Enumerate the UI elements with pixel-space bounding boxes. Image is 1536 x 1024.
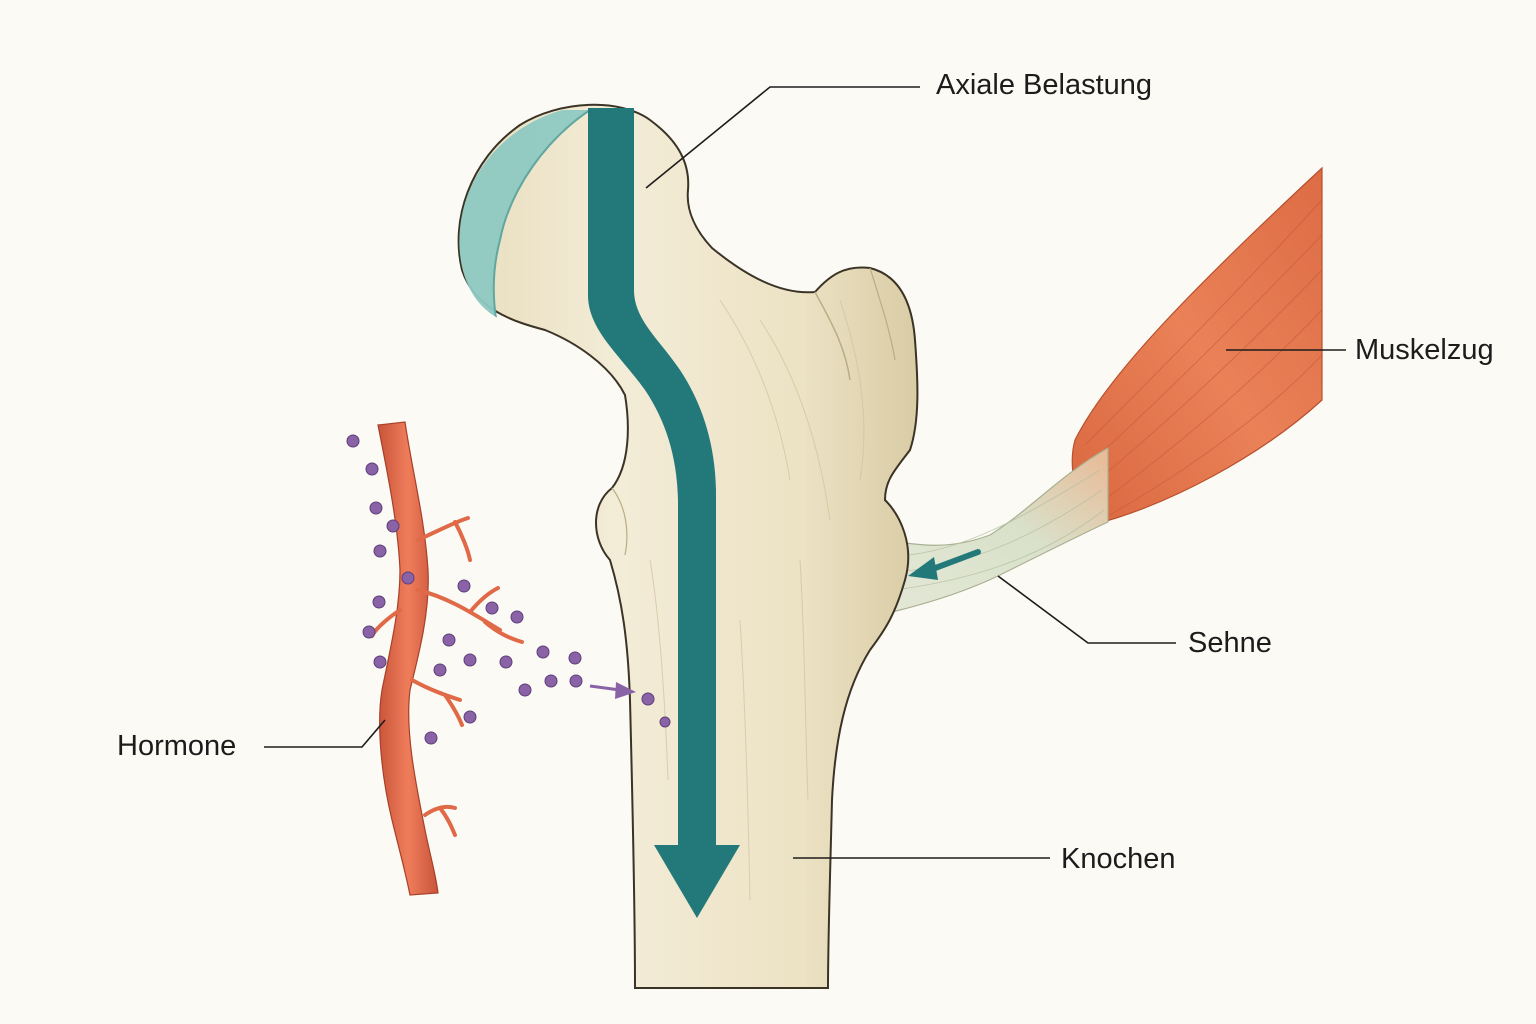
hormone-particles	[346, 434, 671, 745]
hormone-particle	[485, 601, 499, 615]
muscle	[1071, 166, 1323, 526]
leader-lines	[264, 86, 1346, 859]
hormone-particle	[373, 544, 387, 558]
vessel-trunk	[377, 421, 439, 896]
hormone-particle	[433, 663, 447, 677]
hormone-particle	[568, 651, 582, 665]
muscle-belly	[1071, 166, 1323, 526]
hormone-particle	[569, 674, 583, 688]
hormone-particle	[424, 731, 438, 745]
hormone-particle	[362, 625, 376, 639]
label-tendon: Sehne	[1188, 627, 1272, 659]
hormone-particle	[369, 501, 383, 515]
hormone-particle	[518, 683, 532, 697]
hormone-particle	[457, 579, 471, 593]
blood-vessel	[370, 421, 524, 896]
leader-axial-load	[645, 86, 920, 189]
hormone-particle	[463, 653, 477, 667]
label-axial-load: Axiale Belastung	[936, 69, 1153, 101]
tendon	[891, 446, 1109, 613]
leader-hormones	[264, 719, 386, 748]
hormone-particle	[372, 595, 386, 609]
hormone-particle	[536, 645, 550, 659]
hormone-particle	[386, 519, 400, 533]
label-muscle-pull: Muskelzug	[1355, 334, 1494, 366]
leader-tendon	[997, 575, 1176, 644]
hormone-particle	[401, 571, 415, 585]
axial-load-arrow	[588, 108, 740, 918]
hormone-particle	[463, 710, 477, 724]
label-hormones: Hormone	[117, 730, 237, 762]
hormone-particle	[544, 674, 558, 688]
muscle-pull-arrow	[908, 549, 981, 580]
hormone-particle	[365, 462, 379, 476]
hormone-particle	[641, 692, 655, 706]
hormone-particle	[499, 655, 513, 669]
hormone-particle	[442, 633, 456, 647]
hormone-particle	[510, 610, 524, 624]
hormone-particle	[373, 655, 387, 669]
hormone-arrow	[589, 682, 636, 699]
hormone-particle	[659, 716, 671, 728]
hormone-particle	[346, 434, 360, 448]
cartilage-cap	[459, 109, 591, 325]
label-bone: Knochen	[1061, 843, 1176, 875]
